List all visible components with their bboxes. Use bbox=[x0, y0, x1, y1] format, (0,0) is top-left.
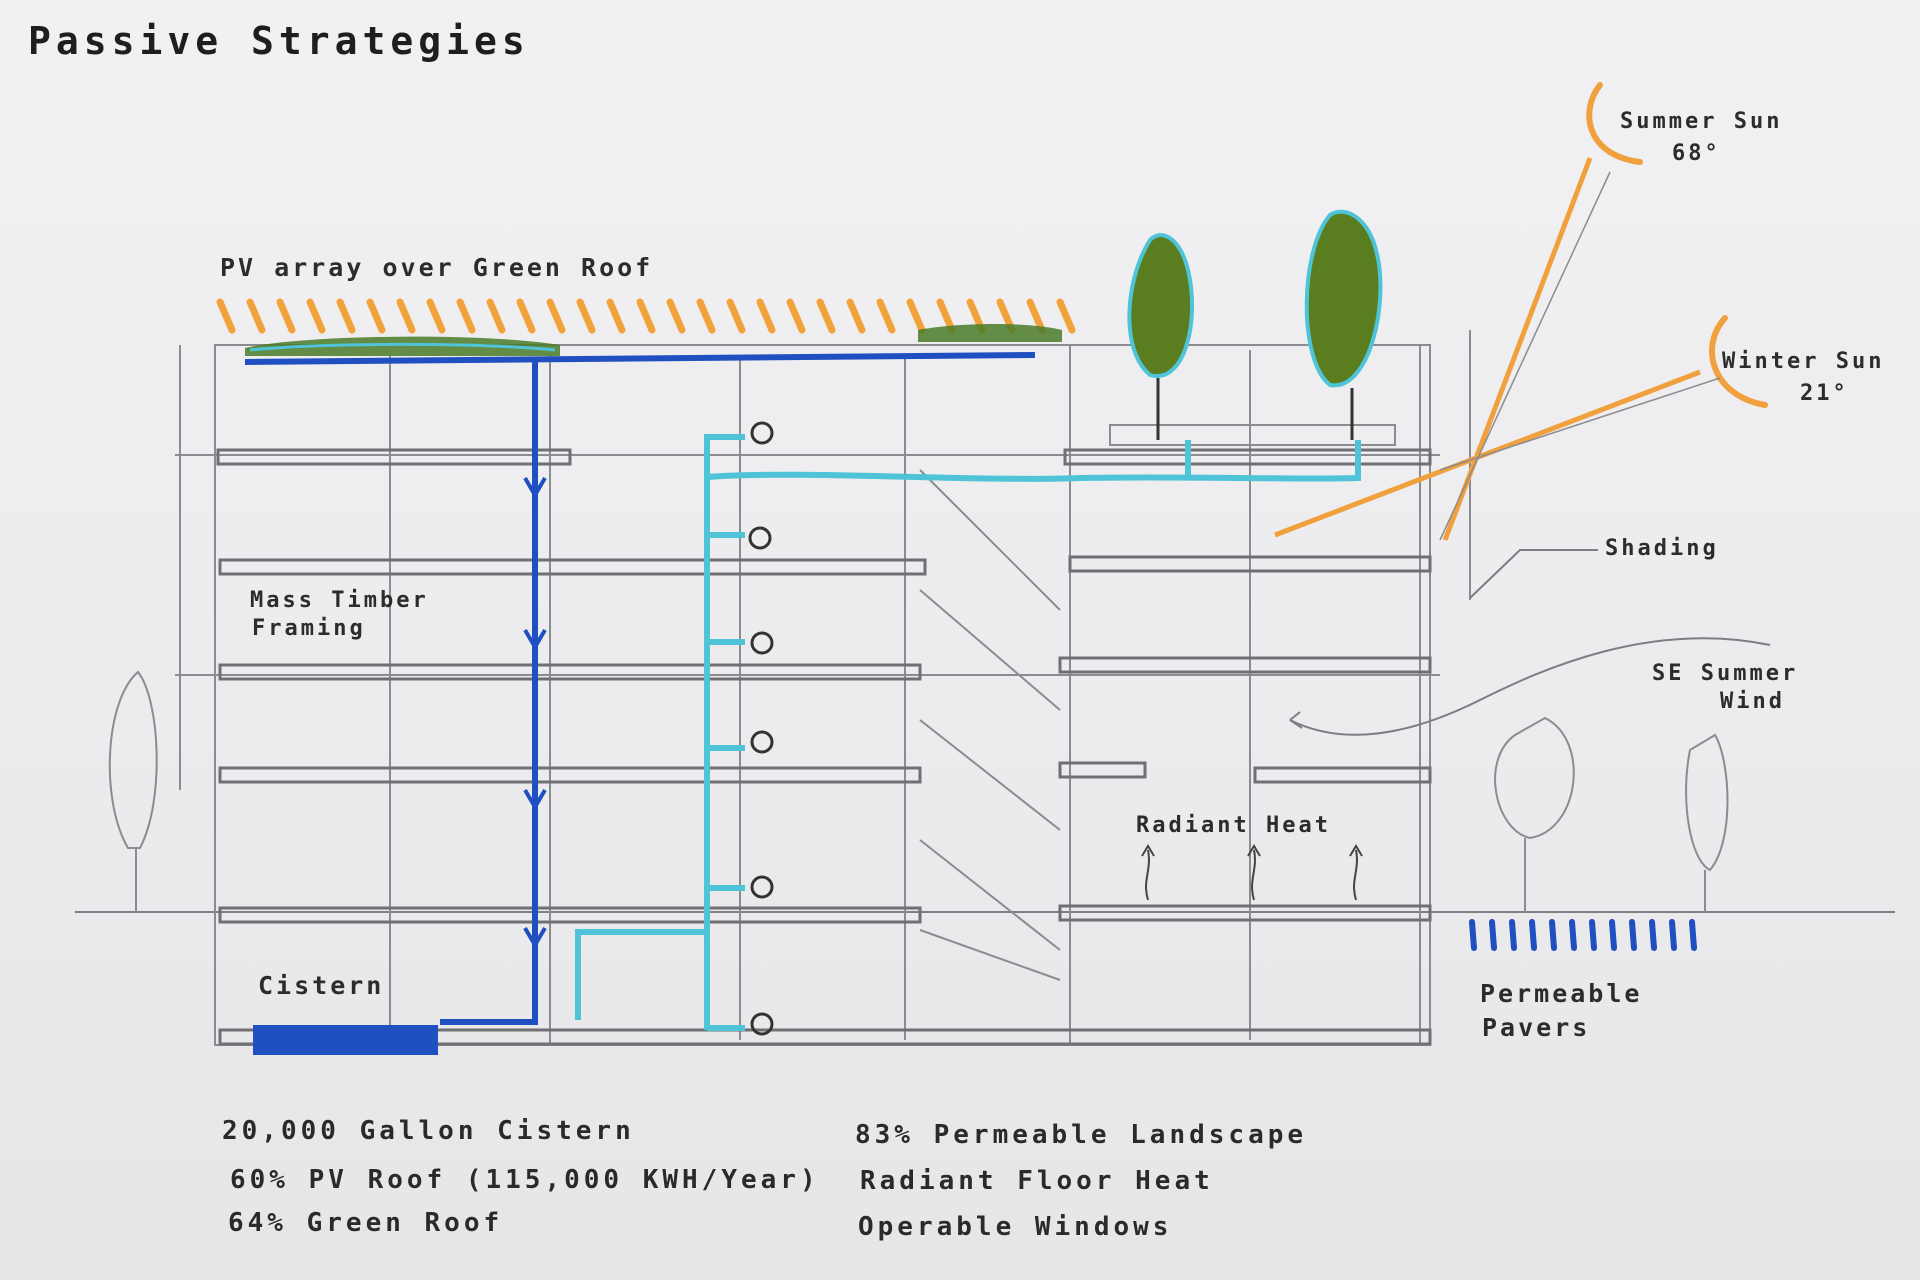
cistern-label: Cistern bbox=[258, 971, 385, 1000]
rooftop-trees bbox=[1127, 209, 1383, 440]
permeable-label-2: Pavers bbox=[1482, 1013, 1591, 1042]
diagram-title: Passive Strategies bbox=[28, 19, 530, 63]
se-wind-label: SE Summer bbox=[1652, 661, 1799, 686]
building-outline bbox=[175, 330, 1471, 1046]
radiant-heat-arrows bbox=[1141, 844, 1363, 901]
se-wind-label-2: Wind bbox=[1720, 689, 1785, 714]
permeable-label: Permeable bbox=[1480, 979, 1643, 1008]
greywater-loop bbox=[575, 434, 1361, 1031]
stat-cistern: 20,000 Gallon Cistern bbox=[222, 1116, 635, 1146]
rainwater-pipe bbox=[244, 352, 1036, 1025]
summer-sun-label: Summer Sun bbox=[1620, 109, 1783, 134]
radiant-heat-label: Radiant Heat bbox=[1136, 813, 1331, 838]
pencil-trees bbox=[108, 670, 1729, 912]
permeable-pavers bbox=[1469, 919, 1697, 951]
cistern-tank bbox=[253, 1025, 438, 1055]
mass-timber-label-2: Framing bbox=[252, 616, 366, 641]
stat-radiant-floor: Radiant Floor Heat bbox=[860, 1166, 1214, 1196]
stat-green-roof: 64% Green Roof bbox=[228, 1208, 504, 1238]
stat-operable-windows: Operable Windows bbox=[858, 1212, 1173, 1242]
stat-permeable-landscape: 83% Permeable Landscape bbox=[855, 1120, 1308, 1150]
sun-diagram bbox=[1274, 82, 1768, 541]
green-roof bbox=[245, 324, 1062, 356]
stat-pv-roof: 60% PV Roof (115,000 KWH/Year) bbox=[230, 1165, 820, 1195]
winter-sun-angle: 21° bbox=[1800, 381, 1849, 406]
winter-sun-label: Winter Sun bbox=[1722, 349, 1885, 374]
summer-sun-angle: 68° bbox=[1672, 141, 1721, 166]
mass-timber-label: Mass Timber bbox=[250, 588, 429, 613]
pv-array-label: PV array over Green Roof bbox=[220, 253, 654, 282]
pv-array bbox=[216, 298, 1076, 334]
outlet-fixtures bbox=[748, 421, 774, 1036]
floor-slabs bbox=[216, 448, 1432, 1046]
wind-and-shading-leaders bbox=[1289, 549, 1771, 736]
shading-label: Shading bbox=[1605, 536, 1719, 561]
